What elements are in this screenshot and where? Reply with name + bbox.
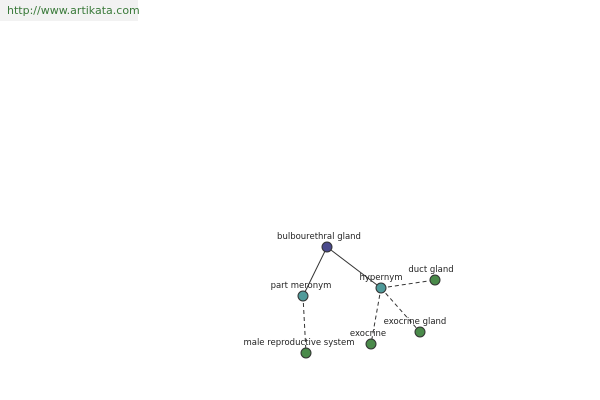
node-part-meronym[interactable] <box>297 290 309 302</box>
node-label-bulbourethral[interactable]: bulbourethral gland <box>277 232 361 242</box>
site-url-banner[interactable]: http://www.artikata.com <box>0 0 140 21</box>
node-exocrine[interactable] <box>365 338 377 350</box>
node-label-hypernym[interactable]: hypernym <box>359 273 402 283</box>
edge-bulbourethral-to-hypernym <box>326 246 382 289</box>
node-exocrine-gland[interactable] <box>414 326 426 338</box>
edges-layer <box>302 246 436 354</box>
node-label-male-repro[interactable]: male reproductive system <box>243 338 354 348</box>
node-duct-gland[interactable] <box>429 274 441 286</box>
edge-part-meronym-to-male-repro <box>302 295 307 354</box>
node-label-duct-gland[interactable]: duct gland <box>408 265 453 275</box>
edge-bulbourethral-to-part-meronym <box>302 246 328 297</box>
node-label-exocrine-gland[interactable]: exocrine gland <box>384 317 447 327</box>
edge-hypernym-to-duct-gland <box>380 279 436 289</box>
node-hypernym[interactable] <box>375 282 387 294</box>
node-male-repro[interactable] <box>300 347 312 359</box>
nodes-layer <box>297 241 441 359</box>
node-bulbourethral[interactable] <box>321 241 333 253</box>
node-label-exocrine[interactable]: exocrine <box>350 329 386 339</box>
edge-hypernym-to-exocrine <box>370 287 382 345</box>
labels-layer: bulbourethral gland part meronym hypernym m… <box>243 232 453 348</box>
edge-hypernym-to-exocrine-gland <box>380 287 421 333</box>
node-label-part-meronym[interactable]: part meronym <box>271 281 332 291</box>
